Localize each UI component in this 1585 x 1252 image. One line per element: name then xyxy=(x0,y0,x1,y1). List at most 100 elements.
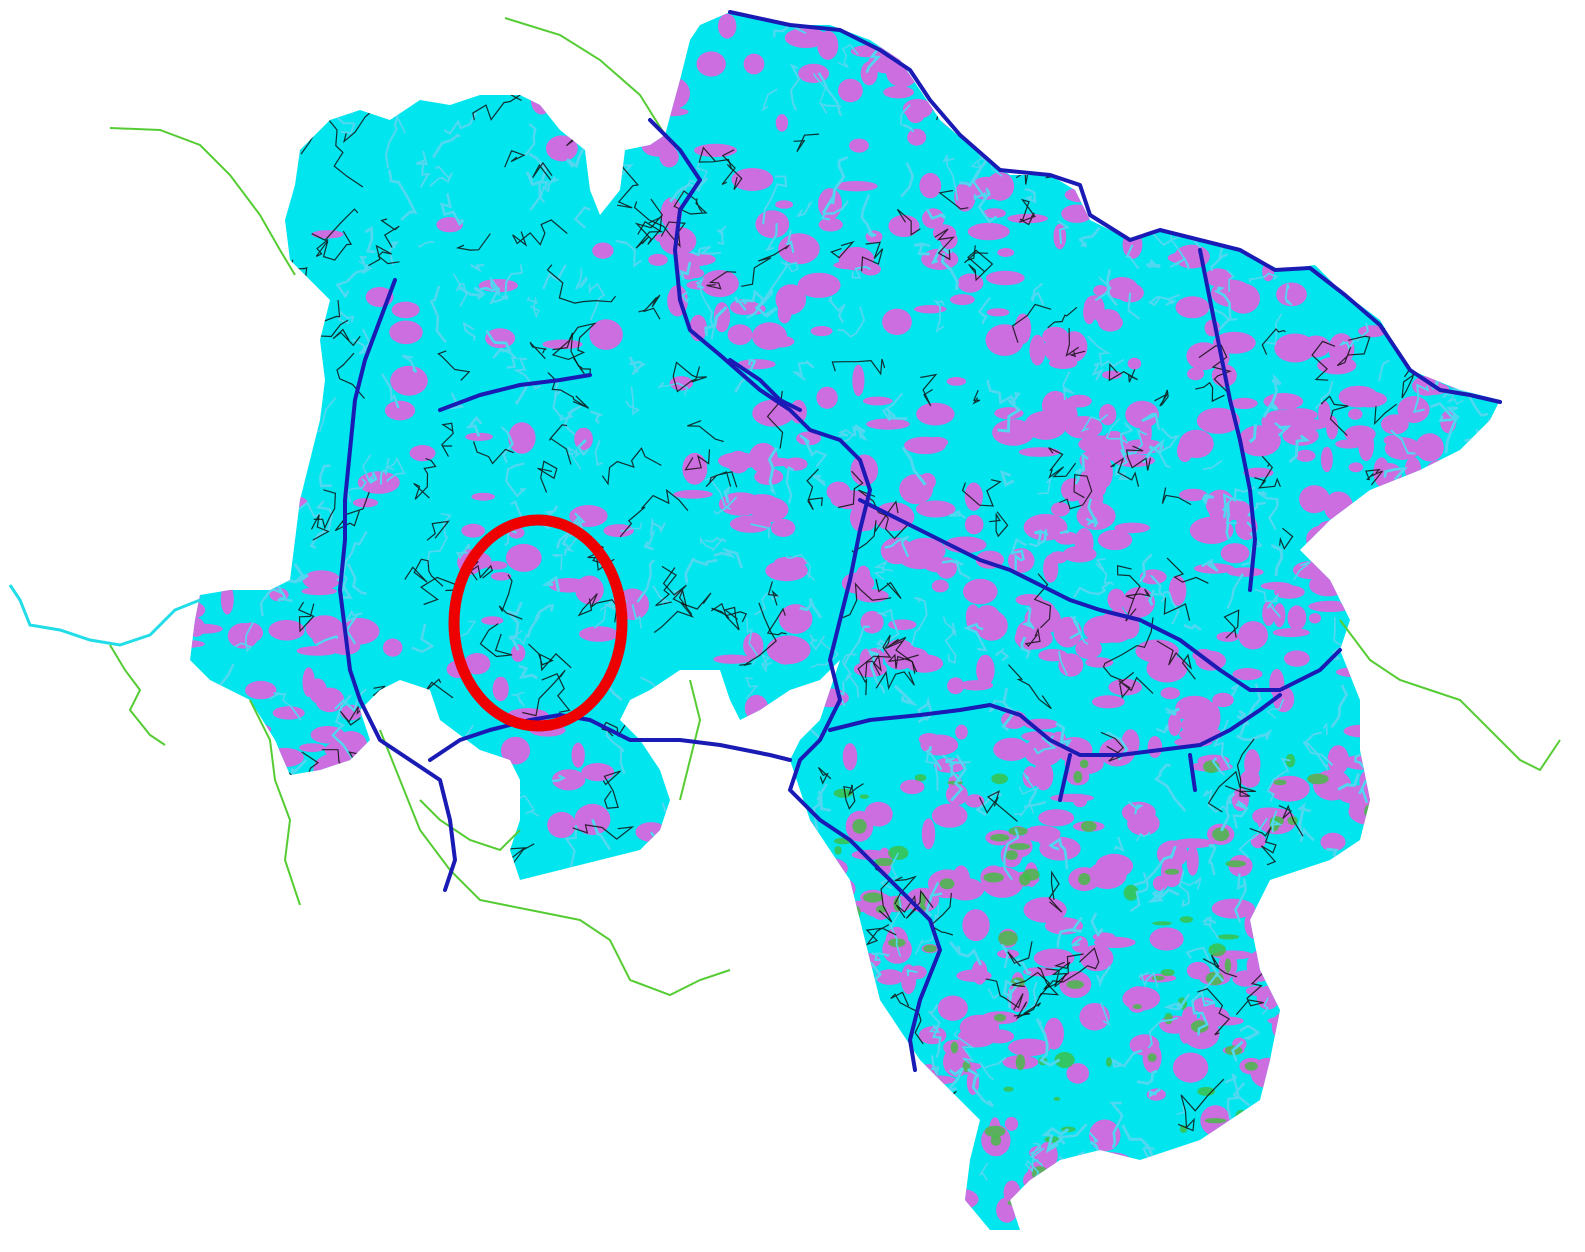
secondary-land-patch xyxy=(867,1224,890,1230)
secondary-land-patch xyxy=(1306,525,1342,554)
green-land-patch xyxy=(991,773,1008,785)
secondary-land-patch xyxy=(280,941,296,957)
catchment-boundary xyxy=(602,770,621,809)
minor-stream xyxy=(734,1051,761,1075)
secondary-land-patch xyxy=(343,824,370,856)
secondary-land-patch xyxy=(783,1166,819,1186)
secondary-land-patch xyxy=(1305,36,1328,55)
secondary-land-patch xyxy=(390,365,428,396)
catchment-boundary xyxy=(1362,212,1412,255)
secondary-land-patch xyxy=(1410,856,1450,885)
secondary-land-patch xyxy=(217,1075,246,1093)
secondary-land-patch xyxy=(1327,745,1349,775)
minor-stream xyxy=(775,1205,787,1216)
green-land-patch xyxy=(1003,1086,1014,1092)
catchment-boundary xyxy=(1045,141,1115,179)
secondary-land-patch xyxy=(1437,765,1464,796)
secondary-land-patch xyxy=(957,1027,996,1048)
secondary-land-patch xyxy=(1326,415,1339,440)
minor-stream xyxy=(1202,166,1213,190)
minor-stream xyxy=(411,1005,438,1042)
minor-stream xyxy=(511,691,526,708)
minor-stream xyxy=(395,1199,405,1207)
secondary-land-patch xyxy=(1125,197,1155,207)
minor-stream xyxy=(893,684,919,707)
minor-stream xyxy=(236,773,244,794)
catchment-boundary xyxy=(1215,211,1239,240)
secondary-land-patch xyxy=(1465,1075,1500,1088)
secondary-land-patch xyxy=(863,1092,907,1114)
minor-stream xyxy=(744,720,773,734)
minor-stream xyxy=(969,30,986,54)
highlight-ring-icon[interactable] xyxy=(448,514,628,732)
minor-stream xyxy=(1095,965,1112,988)
minor-stream xyxy=(234,621,254,653)
secondary-land-patch xyxy=(1386,853,1425,870)
green-land-patch xyxy=(1279,1016,1296,1025)
secondary-land-patch xyxy=(932,1206,957,1217)
minor-stream xyxy=(206,1124,220,1137)
minor-stream xyxy=(1441,554,1459,586)
minor-stream xyxy=(767,722,781,739)
secondary-land-patch xyxy=(1110,153,1134,164)
minor-stream xyxy=(950,754,968,802)
catchment-boundary xyxy=(857,634,892,696)
secondary-land-patch xyxy=(1289,893,1334,911)
minor-stream xyxy=(379,457,390,485)
secondary-land-patch xyxy=(552,769,586,791)
secondary-land-patch xyxy=(233,71,264,90)
minor-stream xyxy=(1436,153,1449,167)
minor-stream xyxy=(1436,153,1449,167)
secondary-land-patch xyxy=(1398,257,1422,276)
minor-stream xyxy=(651,16,672,30)
catchment-boundary xyxy=(1261,328,1286,355)
secondary-land-patch xyxy=(1159,176,1180,199)
catchment-boundary xyxy=(1163,597,1191,621)
green-land-patch xyxy=(1274,963,1295,975)
catchment-boundary xyxy=(711,999,741,1028)
secondary-land-patch xyxy=(907,1120,922,1140)
minor-stream xyxy=(564,908,579,937)
secondary-land-patch xyxy=(1319,519,1358,532)
minor-stream xyxy=(639,1202,665,1230)
minor-stream xyxy=(1326,1228,1367,1230)
catchment-boundary xyxy=(1427,1188,1473,1215)
minor-stream xyxy=(1109,1101,1124,1149)
minor-stream xyxy=(452,273,468,308)
secondary-land-patch xyxy=(865,230,883,244)
green-land-patch xyxy=(1140,1216,1152,1224)
minor-stream xyxy=(765,1181,784,1197)
minor-stream xyxy=(1070,615,1089,645)
minor-stream xyxy=(943,12,980,65)
green-land-patch xyxy=(1160,969,1175,977)
secondary-land-patch xyxy=(1387,947,1409,975)
secondary-land-patch xyxy=(1403,949,1418,979)
secondary-land-patch xyxy=(924,436,949,448)
minor-stream xyxy=(493,1229,516,1230)
secondary-land-patch xyxy=(718,1079,755,1098)
minor-stream xyxy=(222,33,246,59)
major-river-tributary-s xyxy=(1058,753,1072,802)
catchment-boundary xyxy=(281,1163,319,1185)
catchment-boundary xyxy=(542,1028,575,1061)
minor-stream xyxy=(1049,82,1089,113)
minor-stream xyxy=(197,1001,233,1037)
secondary-land-patch xyxy=(542,339,583,350)
catchment-boundary xyxy=(1003,91,1025,109)
secondary-land-patch xyxy=(547,811,576,839)
green-land-patch xyxy=(1436,965,1459,972)
minor-stream xyxy=(650,831,662,862)
secondary-land-patch xyxy=(485,328,516,349)
minor-stream xyxy=(1239,1024,1260,1040)
secondary-land-patch xyxy=(1354,1005,1388,1025)
secondary-land-patch xyxy=(1066,1063,1090,1084)
minor-stream xyxy=(248,122,271,191)
secondary-land-patch xyxy=(1385,491,1421,505)
minor-stream xyxy=(1437,1031,1459,1070)
minor-stream xyxy=(393,1222,404,1230)
catchment-boundary xyxy=(895,889,934,919)
catchment-boundary xyxy=(961,479,1002,507)
secondary-land-patch xyxy=(1500,654,1514,671)
